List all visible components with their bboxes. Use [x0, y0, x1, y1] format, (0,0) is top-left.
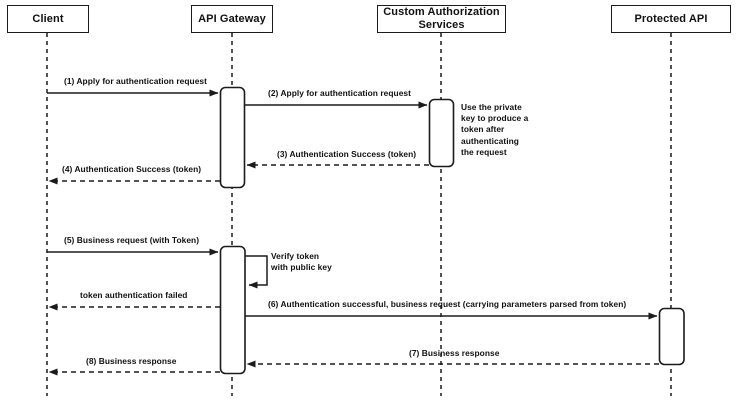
message-label-6: (6) Authentication successful, business … — [268, 299, 627, 309]
message-label-1: (1) Apply for authentication request — [64, 76, 207, 86]
message-label-token-failed: token authentication failed — [80, 290, 188, 300]
actor-label-api-gateway: API Gateway — [198, 12, 266, 25]
actor-box-api-gateway[interactable]: API Gateway — [191, 5, 273, 33]
message-label-2: (2) Apply for authentication request — [268, 88, 411, 98]
activation-api-gateway-1 — [219, 86, 246, 189]
activation-api-gateway-2 — [219, 245, 246, 375]
activation-custom-auth-1 — [428, 98, 455, 168]
actor-box-custom-authorization-services[interactable]: Custom Authorization Services — [377, 5, 506, 33]
actor-label-custom-authorization-services: Custom Authorization Services — [383, 6, 500, 31]
actor-label-protected-api: Protected API — [634, 12, 708, 25]
actor-label-client: Client — [32, 12, 64, 25]
message-label-4: (4) Authentication Success (token) — [62, 164, 202, 174]
message-label-self-verify: Verify token with public key — [271, 251, 332, 273]
message-label-5: (5) Business request (with Token) — [64, 235, 200, 245]
message-label-8: (8) Business response — [86, 356, 177, 366]
actor-box-client[interactable]: Client — [7, 5, 89, 33]
arrow-message-self-verify — [245, 255, 268, 289]
message-label-7: (7) Business response — [409, 348, 500, 358]
activation-protected-api-1 — [658, 307, 685, 366]
actor-box-protected-api[interactable]: Protected API — [611, 5, 731, 33]
message-label-3: (3) Authentication Success (token) — [277, 149, 417, 159]
note-private-key: Use the private key to produce a token a… — [461, 102, 529, 157]
